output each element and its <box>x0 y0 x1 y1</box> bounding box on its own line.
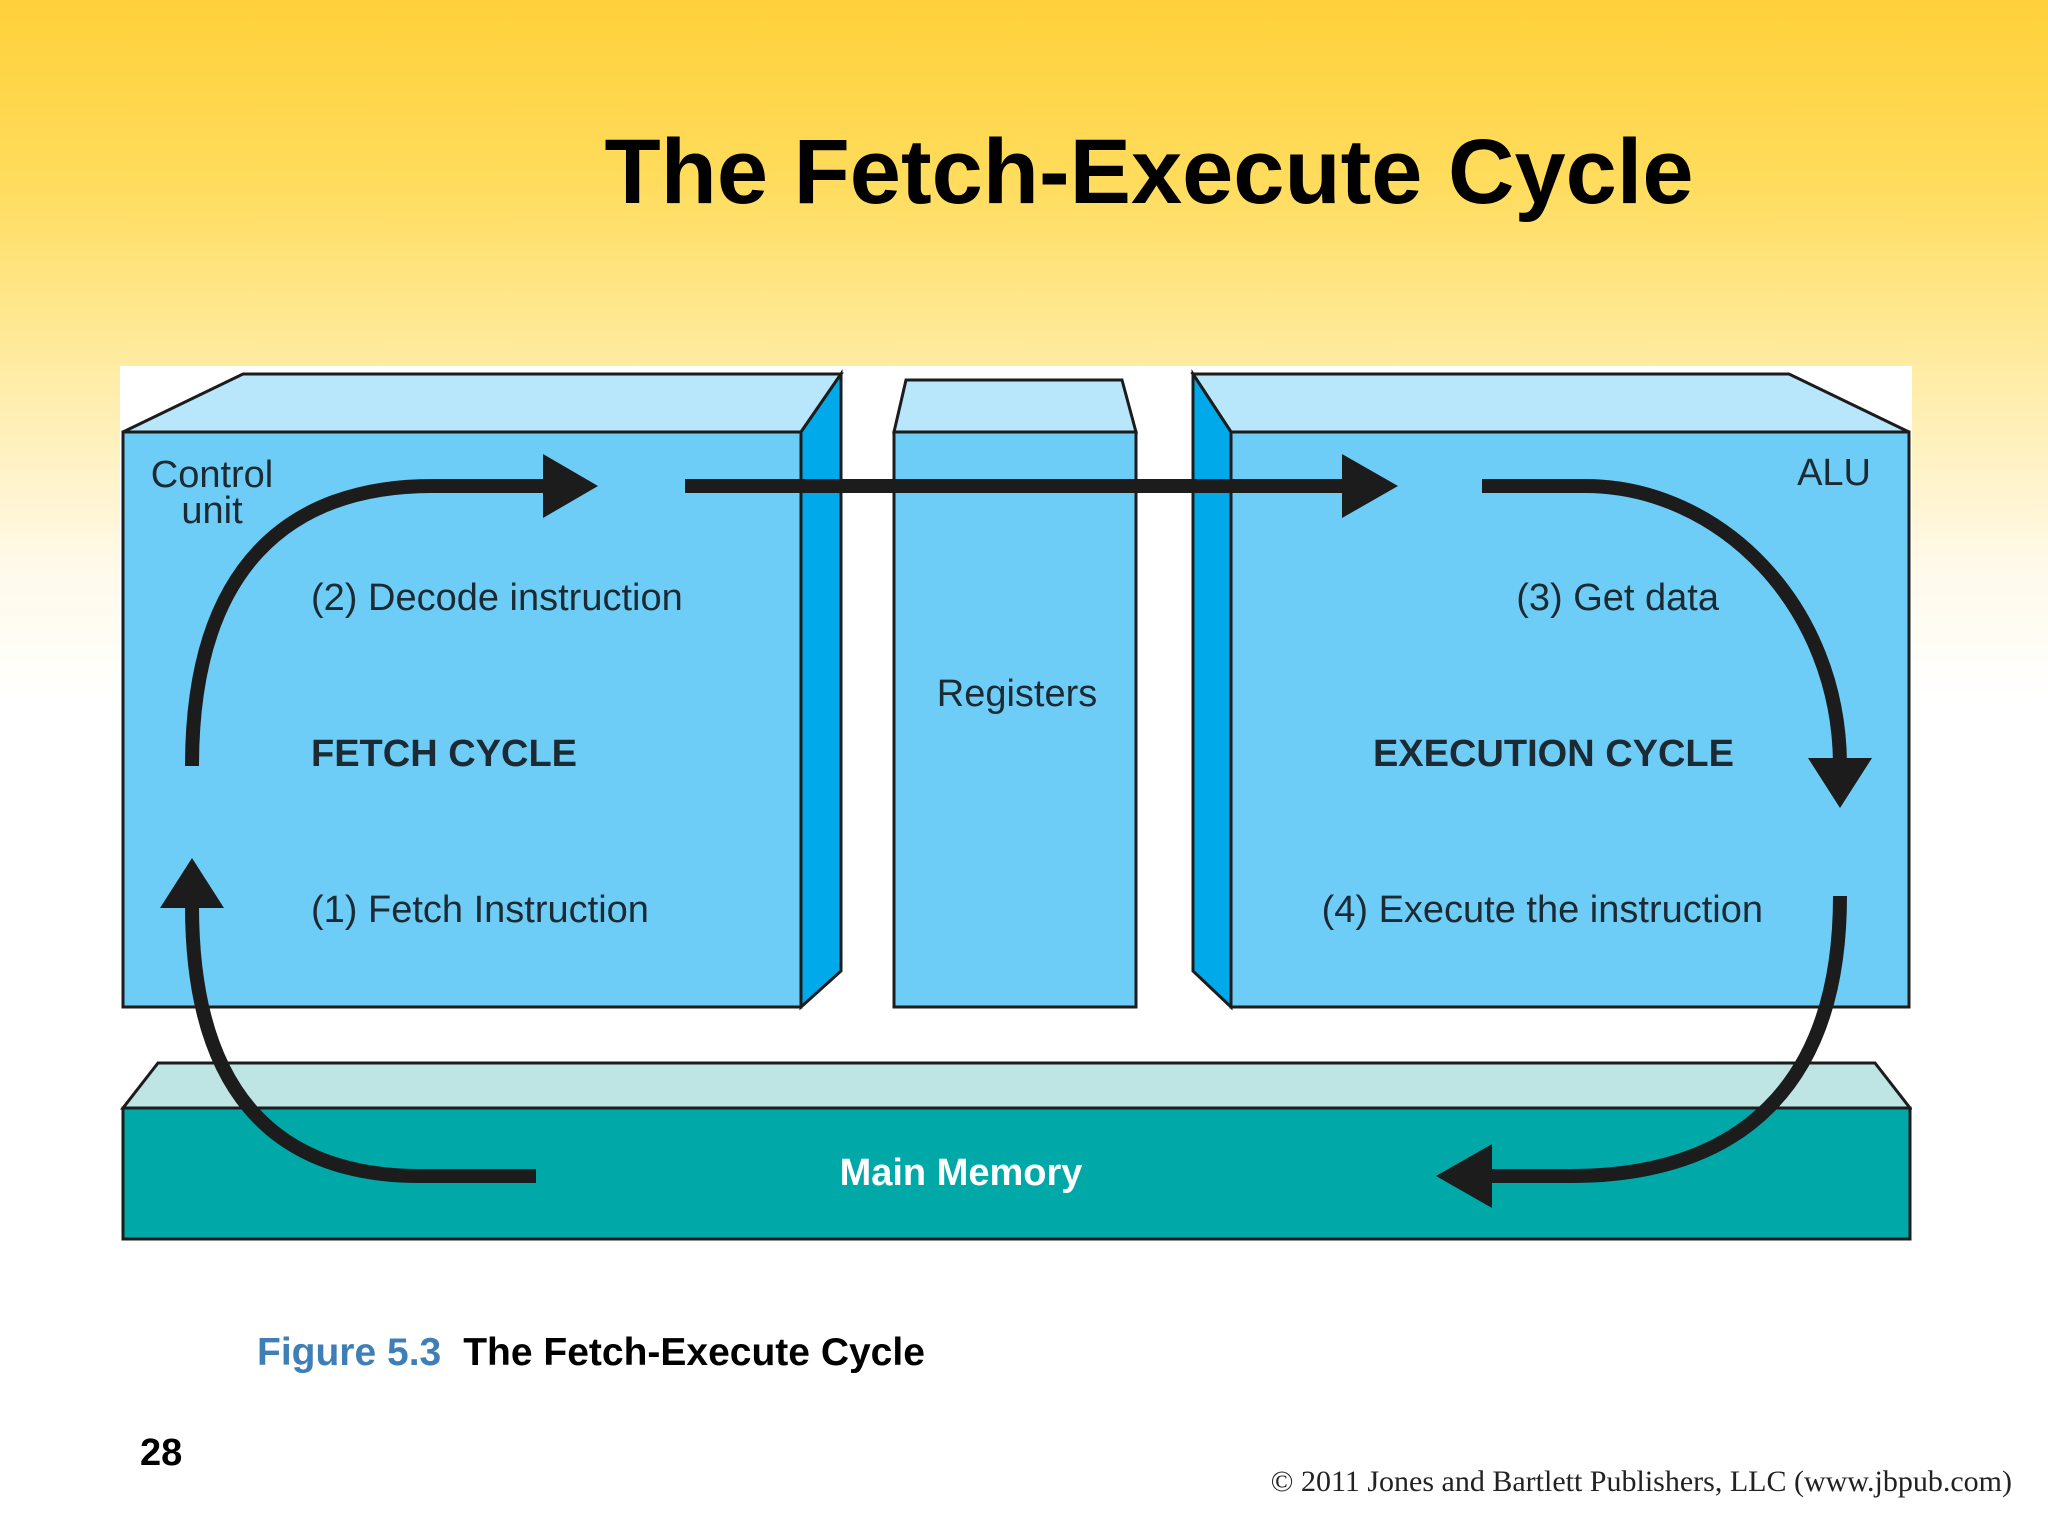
execution-cycle-label: EXECUTION CYCLE <box>1373 733 1734 775</box>
decode-to-execute-arrow <box>685 454 1398 518</box>
step-get-data-label: (3) Get data <box>1516 577 1720 619</box>
memory-to-fetch-arc-arrow <box>160 858 536 1183</box>
figure-number: Figure 5.3 <box>257 1331 442 1374</box>
step-decode-label: (2) Decode instruction <box>311 577 683 619</box>
step-execute-label: (4) Execute the instruction <box>1322 889 1763 931</box>
get-data-down-arc-arrow <box>1482 479 1872 808</box>
registers-label: Registers <box>937 673 1098 715</box>
alu-block <box>1190 368 1911 1011</box>
step-fetch-label: (1) Fetch Instruction <box>311 889 649 931</box>
figure-caption: Figure 5.3 The Fetch-Execute Cycle <box>257 1328 925 1378</box>
registers-block <box>892 378 1138 1009</box>
page-number: 28 <box>140 1432 183 1474</box>
execute-to-memory-arc-arrow <box>1436 895 1847 1208</box>
figure-title: The Fetch-Execute Cycle <box>463 1331 925 1374</box>
control-unit-label-line1: Control <box>151 454 274 496</box>
control-unit-label-line2: unit <box>181 490 243 532</box>
fetch-execute-diagram: Control unit ALU Registers (2) Decode in… <box>120 366 1912 1261</box>
copyright-notice: © 2011 Jones and Bartlett Publishers, LL… <box>1270 1465 2012 1498</box>
fetch-loop-up-arc-arrow <box>185 454 598 767</box>
slide-title: The Fetch-Execute Cycle <box>604 121 1694 223</box>
fetch-cycle-label: FETCH CYCLE <box>311 733 577 775</box>
control-unit-block <box>121 369 844 1011</box>
main-memory-block <box>120 1061 1912 1241</box>
main-memory-label: Main Memory <box>840 1152 1083 1194</box>
alu-label: ALU <box>1797 452 1871 494</box>
